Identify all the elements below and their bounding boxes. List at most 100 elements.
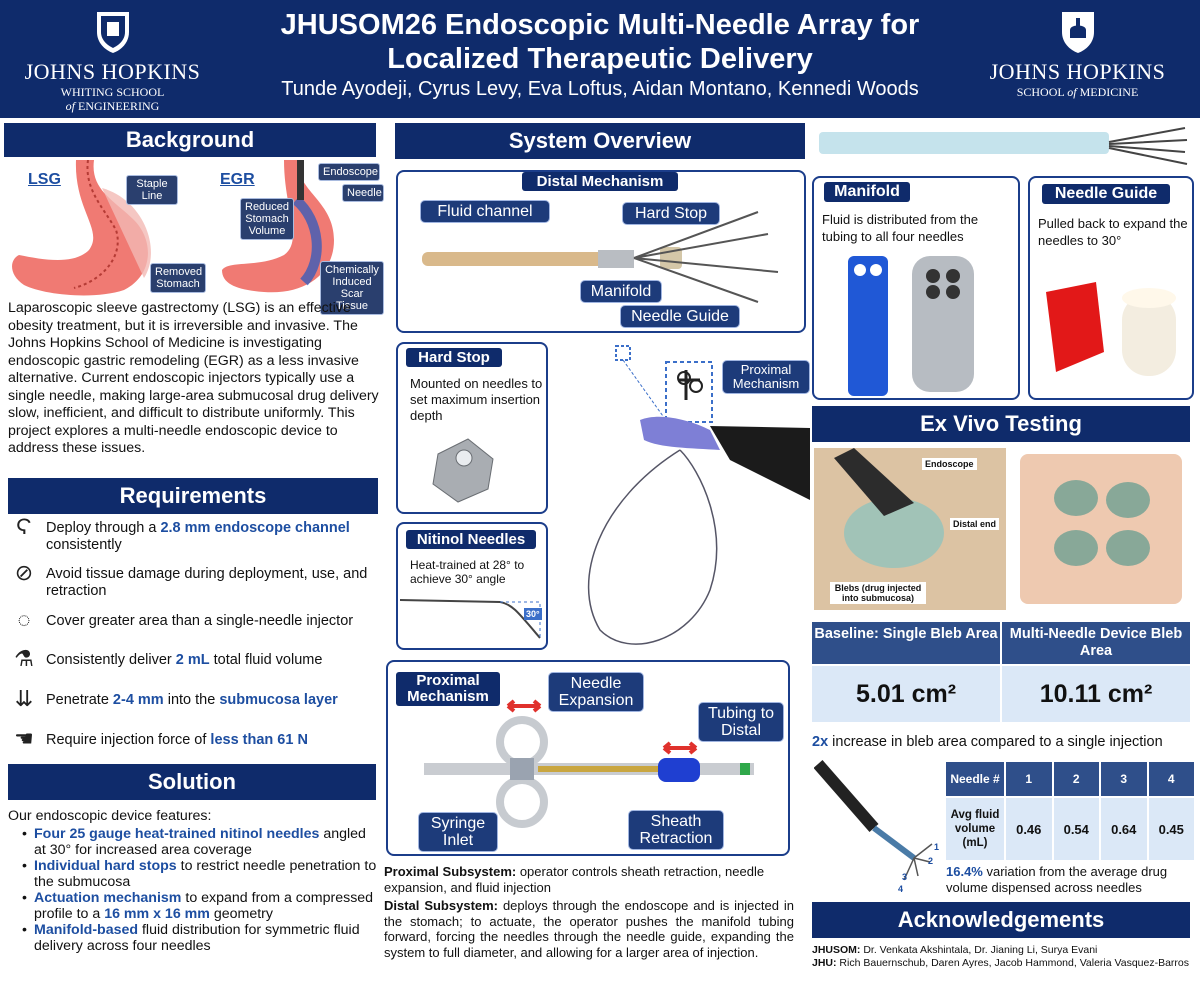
- nitinol-needle-image: [400, 599, 541, 639]
- endoscope-photo-label: Endoscope: [922, 458, 977, 470]
- requirement-item: ⇊ Penetrate 2-4 mm into the submucosa la…: [8, 688, 378, 712]
- solution-heading: Solution: [8, 764, 376, 800]
- hard-stop-label: Hard Stop: [622, 202, 720, 225]
- manifold-image: [848, 256, 974, 396]
- needle-expansion-label: Needle Expansion: [548, 672, 644, 712]
- variation-text: 16.4% variation from the average drug vo…: [946, 864, 1168, 895]
- needle-guide-text: Pulled back to expand the needles to 30°: [1038, 216, 1188, 248]
- distal-mechanism-photo: [422, 211, 779, 303]
- dome-shield-icon: [1061, 12, 1094, 53]
- angle-badge: 30°: [524, 608, 542, 620]
- needle-array-photo: [814, 760, 933, 881]
- area-icon: ◌: [17, 607, 31, 632]
- tubing-to-distal-label: Tubing to Distal: [698, 702, 784, 742]
- solution-item: Actuation mechanism to expand from a com…: [8, 890, 380, 922]
- nitinol-needles-box: Nitinol Needles Heat-trained at 28° to a…: [396, 522, 548, 650]
- blebs-photo-label: Blebs (drug injected into submucosa): [830, 582, 926, 604]
- background-text: Laparoscopic sleeve gastrectomy (LSG) is…: [8, 300, 379, 456]
- solution-item: Individual hard stops to restrict needle…: [8, 858, 380, 890]
- authors: Tunde Ayodeji, Cyrus Levy, Eva Loftus, A…: [281, 78, 919, 100]
- hard-stop-tag: Hard Stop: [406, 348, 502, 367]
- distal-mechanism-tag: Distal Mechanism: [522, 172, 678, 191]
- needle-num-label: 3: [902, 872, 908, 882]
- stomach-diagrams: [4, 159, 389, 298]
- increase-text: 2x increase in bleb area compared to a s…: [812, 734, 1163, 750]
- depth-icon: ⇊: [14, 686, 34, 711]
- stomach-icon: Ϛ: [16, 514, 32, 539]
- nitinol-tag: Nitinol Needles: [406, 530, 536, 549]
- multi-value: 10.11 cm²: [1002, 666, 1190, 722]
- hard-stop-text: Mounted on needles to set maximum insert…: [410, 376, 543, 423]
- distal-end-photo-label: Distal end: [950, 518, 1000, 530]
- table-header-cell: Needle #: [944, 760, 1006, 798]
- requirement-item: ⊘ Avoid tissue damage during deployment,…: [8, 562, 378, 600]
- manifold-label: Manifold: [580, 280, 662, 303]
- device-tip-photo: [819, 127, 1188, 165]
- solution-list: Four 25 gauge heat-trained nitinol needl…: [8, 826, 380, 954]
- lsg-label: LSG: [28, 171, 61, 188]
- baseline-header: Baseline: Single Bleb Area: [812, 622, 1000, 664]
- multi-header: Multi-Needle Device Bleb Area: [1002, 622, 1190, 664]
- jhu-whiting-logo: JOHNS HOPKINS WHITING SCHOOL of ENGINEER…: [20, 10, 205, 113]
- system-overview-heading: System Overview: [395, 123, 805, 159]
- table-cell: 0.54: [1051, 796, 1101, 862]
- proximal-subsystem-text: Proximal Subsystem: operator controls sh…: [384, 864, 765, 895]
- requirement-item: ☚ Require injection force of less than 6…: [8, 728, 378, 752]
- poster-header: [0, 0, 1200, 118]
- ack-jhusom: JHUSOM: Dr. Venkata Akshintala, Dr. Jian…: [812, 944, 1098, 956]
- shield-icon: [96, 12, 129, 53]
- proximal-tag: Proximal Mechanism: [396, 672, 500, 706]
- ack-jhu: JHU: Rich Bauernschub, Daren Ayres, Jaco…: [812, 957, 1190, 969]
- needle-num-label: 1: [934, 842, 940, 852]
- stomach-illustration: [12, 159, 334, 296]
- needle-guide-box: Needle Guide Pulled back to expand the n…: [1028, 176, 1194, 400]
- distal-mechanism-box: Distal Mechanism Fluid channel Hard Stop…: [396, 170, 806, 333]
- needle-callout: Needle: [342, 184, 384, 202]
- hard-stop-box: Hard Stop Mounted on needles to set maxi…: [396, 342, 548, 514]
- table-cell: 0.46: [1004, 796, 1054, 862]
- proximal-mechanism-photo: [424, 699, 754, 828]
- table-row: Needle # 1 2 3 4: [944, 760, 1196, 798]
- hard-stop-image: [432, 438, 494, 503]
- manifold-box: Manifold Fluid is distributed from the t…: [812, 176, 1020, 400]
- table-header-cell: 1: [1004, 760, 1054, 798]
- staple-line-callout: Staple Line: [126, 175, 178, 205]
- scar-tissue-callout: Chemically Induced Scar Tissue: [320, 261, 384, 315]
- table-header-cell: 3: [1099, 760, 1149, 798]
- flask-icon: ⚗: [14, 646, 34, 671]
- manifold-tag: Manifold: [824, 182, 910, 202]
- distal-subsystem-text: Distal Subsystem: deploys through the en…: [384, 898, 794, 960]
- baseline-value: 5.01 cm²: [812, 666, 1000, 722]
- needle-num-label: 2: [928, 856, 934, 866]
- ex-vivo-heading: Ex Vivo Testing: [812, 406, 1190, 442]
- background-heading: Background: [4, 123, 376, 157]
- table-cell: 0.64: [1099, 796, 1149, 862]
- fluid-channel-label: Fluid channel: [420, 200, 550, 223]
- syringe-inlet-label: Syringe Inlet: [418, 812, 498, 852]
- solution-item: Manifold-based fluid distribution for sy…: [8, 922, 380, 954]
- solution-intro: Our endoscopic device features:: [8, 808, 212, 824]
- solution-item: Four 25 gauge heat-trained nitinol needl…: [8, 826, 380, 858]
- table-row: Avg fluid volume (mL) 0.46 0.54 0.64 0.4…: [944, 796, 1196, 862]
- proximal-mechanism-box: Proximal Mechanism Needle Expansion Tubi…: [386, 660, 790, 856]
- fluid-volume-table: Needle # 1 2 3 4 Avg fluid volume (mL) 0…: [944, 760, 1196, 862]
- hand-icon: ☚: [14, 726, 34, 751]
- jhu-medicine-logo: JOHNS HOPKINS SCHOOL of MEDICINE: [975, 10, 1180, 99]
- table-row-label: Avg fluid volume (mL): [944, 796, 1006, 862]
- nitinol-text: Heat-trained at 28° to achieve 30° angle: [410, 558, 525, 586]
- needle-num-label: 4: [898, 884, 904, 894]
- requirements-heading: Requirements: [8, 478, 378, 514]
- table-cell: 0.45: [1146, 796, 1196, 862]
- egr-label: EGR: [220, 171, 255, 188]
- requirement-item: ◌ Cover greater area than a single-needl…: [8, 609, 378, 633]
- table-header-cell: 4: [1146, 760, 1196, 798]
- requirement-item: Ϛ Deploy through a 2.8 mm endoscope chan…: [8, 514, 378, 554]
- needle-guide-image: [1046, 282, 1176, 376]
- requirement-item: ⚗ Consistently deliver 2 mL total fluid …: [8, 648, 378, 672]
- poster-title: JHUSOM26 Endoscopic Multi-Needle Array f…: [280, 9, 920, 75]
- manifold-text: Fluid is distributed from the tubing to …: [822, 212, 979, 244]
- device-in-hand-photo: [587, 345, 810, 645]
- needle-guide-tag: Needle Guide: [1042, 184, 1170, 204]
- endoscope-callout: Endoscope: [318, 163, 380, 181]
- reduced-volume-callout: Reduced Stomach Volume: [240, 198, 294, 240]
